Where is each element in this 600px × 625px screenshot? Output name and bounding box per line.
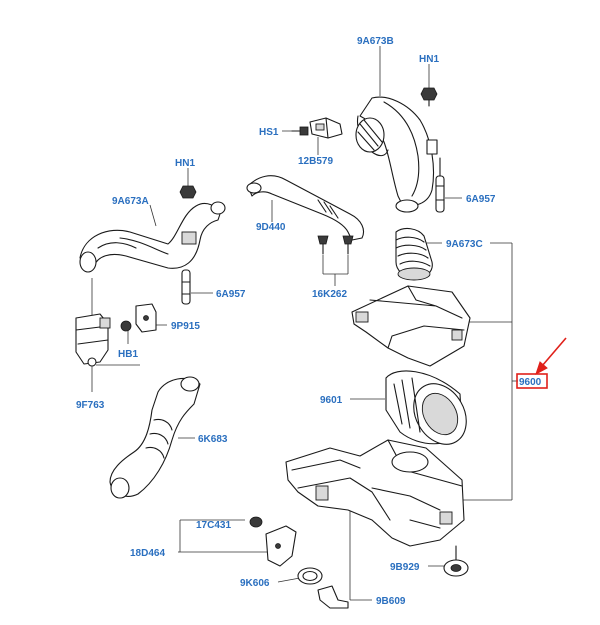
label-hs1[interactable]: HS1	[259, 127, 279, 138]
nut-hn1-left[interactable]	[179, 185, 197, 199]
label-6k683[interactable]: 6K683	[198, 434, 228, 445]
seal-9k606[interactable]	[297, 567, 323, 585]
label-9b609[interactable]: 9B609	[376, 596, 406, 607]
hose-6k683[interactable]	[109, 376, 201, 499]
pipe-6a957-right[interactable]	[435, 157, 445, 213]
nut-hn1-top[interactable]	[420, 87, 438, 107]
bellows-9a673c[interactable]	[395, 227, 433, 281]
part-labels: 9A673B HN1 HS1 12B579 HN1 9A673A 9D440 6…	[76, 36, 542, 607]
pipe-6a957-left[interactable]	[181, 269, 191, 305]
intake-duct-9a673b[interactable]	[355, 96, 438, 213]
grommet-9b929[interactable]	[443, 545, 469, 577]
screw-hs1[interactable]	[291, 126, 309, 136]
highlight-box	[516, 373, 548, 389]
sensor-12b579[interactable]	[309, 117, 343, 139]
label-hn1-top[interactable]: HN1	[419, 54, 439, 65]
leader-lines	[91, 46, 518, 601]
pointer-arrow	[535, 337, 567, 376]
bracket-18d464[interactable]	[265, 525, 297, 567]
clips-16k262[interactable]	[317, 235, 354, 255]
grommet-17c431[interactable]	[249, 516, 263, 528]
air-cleaner-cover[interactable]	[351, 285, 471, 367]
label-hn1-left[interactable]: HN1	[175, 158, 195, 169]
bracket-9b609[interactable]	[317, 585, 349, 609]
valve-9f763[interactable]	[75, 313, 111, 367]
label-9601[interactable]: 9601	[320, 395, 343, 406]
bracket-9p915[interactable]	[135, 303, 157, 333]
bolt-hb1[interactable]	[120, 320, 132, 332]
label-hb1[interactable]: HB1	[118, 349, 138, 360]
label-9a673b[interactable]: 9A673B	[357, 36, 394, 47]
label-9b929[interactable]: 9B929	[390, 562, 420, 573]
label-6a957-right[interactable]: 6A957	[466, 194, 496, 205]
duct-9a673a[interactable]	[79, 201, 226, 273]
air-cleaner-housing[interactable]	[285, 439, 465, 547]
label-6a957-left[interactable]: 6A957	[216, 289, 246, 300]
label-9a673c[interactable]: 9A673C	[446, 239, 483, 250]
label-9k606[interactable]: 9K606	[240, 578, 270, 589]
label-9600[interactable]: 9600	[519, 377, 542, 388]
label-9p915[interactable]: 9P915	[171, 321, 200, 332]
filter-element-9601[interactable]	[385, 370, 477, 454]
label-9d440[interactable]: 9D440	[256, 222, 286, 233]
label-9f763[interactable]: 9F763	[76, 400, 105, 411]
label-17c431[interactable]: 17C431	[196, 520, 231, 531]
label-18d464[interactable]: 18D464	[130, 548, 165, 559]
label-16k262[interactable]: 16K262	[312, 289, 347, 300]
label-9a673a[interactable]: 9A673A	[112, 196, 149, 207]
label-12b579[interactable]: 12B579	[298, 156, 333, 167]
